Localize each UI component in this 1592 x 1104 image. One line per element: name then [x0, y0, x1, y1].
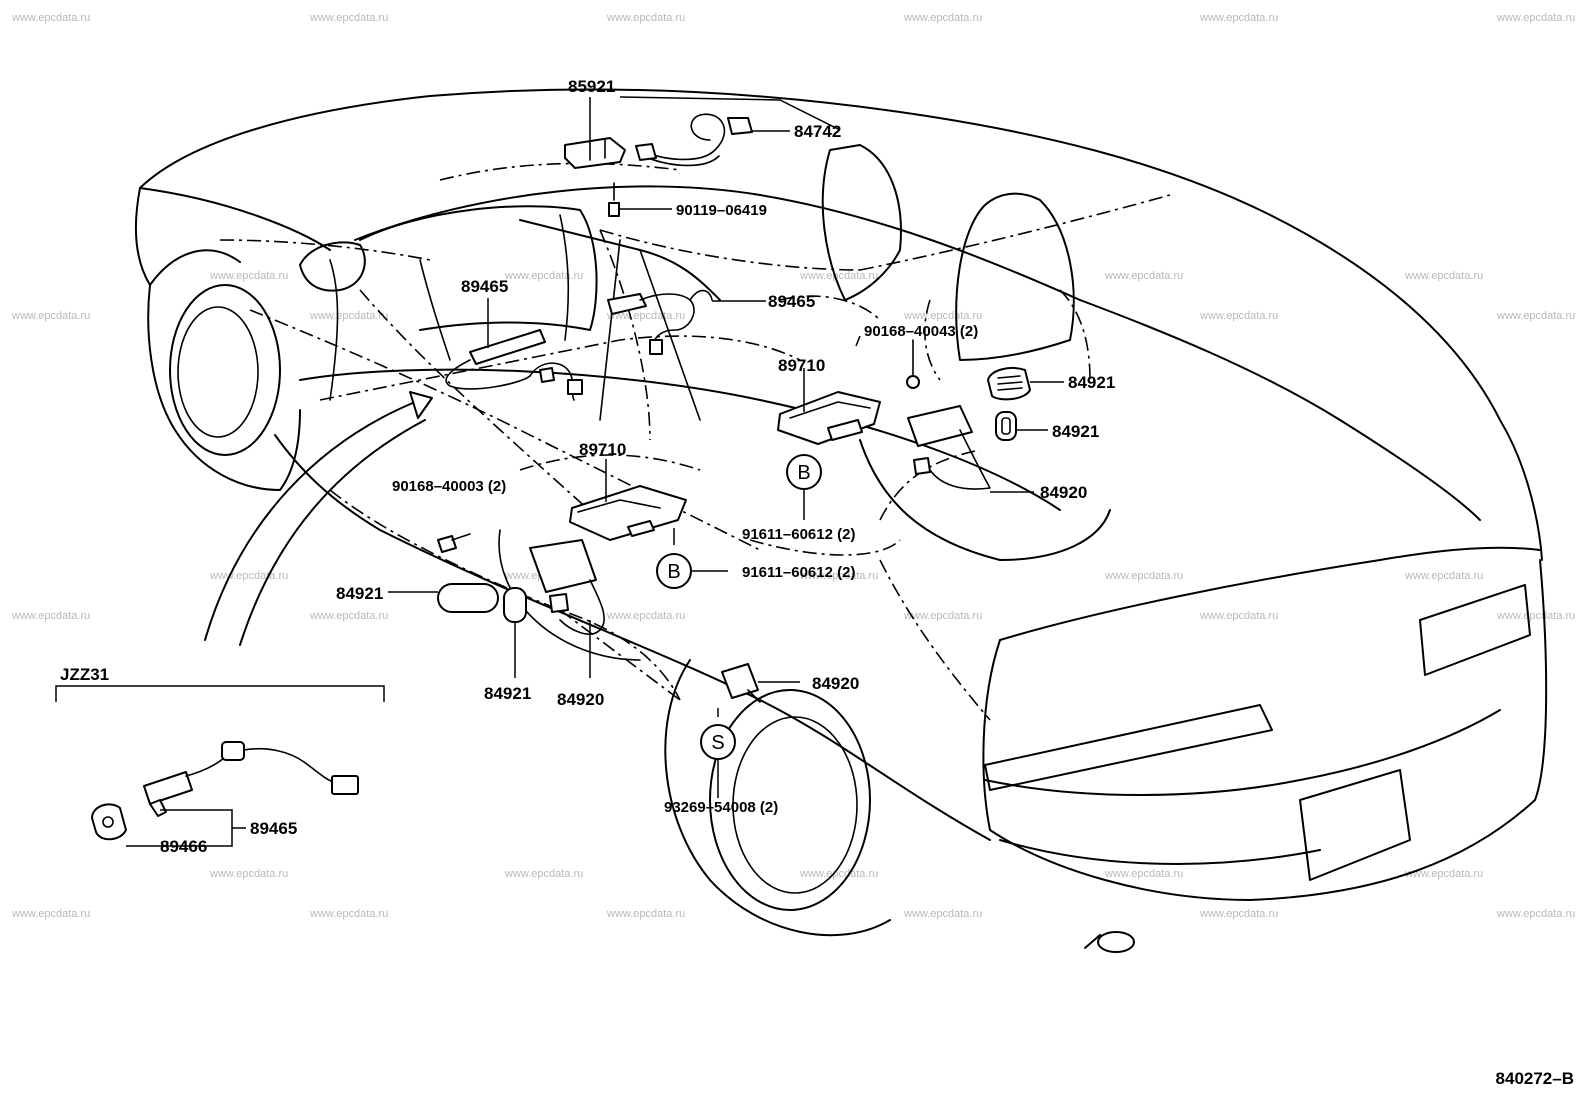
callout-84921-bottom: 84921: [484, 684, 531, 703]
watermark: www.epcdata.ru: [799, 270, 878, 282]
watermark: www.epcdata.ru: [1404, 270, 1483, 282]
watermark: www.epcdata.ru: [1199, 310, 1278, 322]
watermark: www.epcdata.ru: [903, 908, 982, 920]
marker-s: S: [700, 724, 736, 760]
switch-84920-lower: [721, 663, 761, 703]
callout-84921-left: 84921: [336, 584, 383, 603]
callout-90168-40003: 90168–40003 (2): [392, 478, 506, 495]
watermark: www.epcdata.ru: [309, 908, 388, 920]
marker-b-lower-text: B: [667, 561, 680, 583]
callout-89710-center: 89710: [579, 440, 626, 459]
watermark: www.epcdata.ru: [1104, 270, 1183, 282]
leader-lines: [388, 96, 1064, 798]
watermark: www.epcdata.ru: [11, 908, 90, 920]
inset-jzz31: JZZ31 89465 89466: [55, 665, 385, 856]
watermark: www.epcdata.ru: [1104, 570, 1183, 582]
watermark: www.epcdata.ru: [1496, 610, 1575, 622]
switch-84920-center: [529, 539, 605, 635]
bolt-90168-40043: [906, 339, 920, 389]
callout-93269-54008: 93269–54008 (2): [664, 799, 778, 816]
inset-variant-label: JZZ31: [60, 665, 109, 684]
watermark: www.epcdata.ru: [1199, 908, 1278, 920]
watermark: www.epcdata.ru: [209, 570, 288, 582]
marker-s-text: S: [711, 732, 724, 754]
watermark: www.epcdata.ru: [11, 610, 90, 622]
watermarks: www.epcdata.ru www.epcdata.ru www.epcdat…: [11, 12, 1575, 920]
screw-90119: [608, 182, 620, 217]
callout-84920-lower-right: 84920: [812, 674, 859, 693]
watermark: www.epcdata.ru: [11, 310, 90, 322]
watermark: www.epcdata.ru: [799, 868, 878, 880]
marker-b-upper-text: B: [797, 462, 810, 484]
parts: [437, 113, 1031, 703]
callout-labels: 85921 84742 90119–06419 89465 89465 9016…: [336, 77, 1115, 816]
callout-89710-right: 89710: [778, 356, 825, 375]
callout-89465-right: 89465: [768, 292, 815, 311]
sensor-89465-right: [607, 289, 713, 355]
callout-89466-inset: 89466: [160, 837, 207, 856]
watermark: www.epcdata.ru: [1496, 908, 1575, 920]
drawing-code: 840272–B: [1496, 1069, 1574, 1088]
callout-90168-40043: 90168–40043 (2): [864, 323, 978, 340]
module-89710-center: [569, 485, 687, 541]
watermark: www.epcdata.ru: [209, 270, 288, 282]
watermark: www.epcdata.ru: [903, 12, 982, 24]
callout-84742: 84742: [794, 122, 841, 141]
watermark: www.epcdata.ru: [309, 12, 388, 24]
module-89710-right: [777, 391, 881, 445]
circle-markers: B B S: [656, 454, 822, 760]
marker-b-upper: B: [786, 454, 822, 490]
callout-84920-right: 84920: [1040, 483, 1087, 502]
switch-84920-right: [907, 405, 991, 490]
watermark: www.epcdata.ru: [309, 310, 388, 322]
watermark: www.epcdata.ru: [1496, 310, 1575, 322]
sensor-89465-left: [445, 329, 583, 401]
watermark: www.epcdata.ru: [209, 868, 288, 880]
watermark: www.epcdata.ru: [1496, 12, 1575, 24]
watermark: www.epcdata.ru: [606, 908, 685, 920]
watermark: www.epcdata.ru: [606, 310, 685, 322]
callout-84921-right-mid: 84921: [1052, 422, 1099, 441]
watermark: www.epcdata.ru: [309, 610, 388, 622]
callout-84921-right-top: 84921: [1068, 373, 1115, 392]
car-body-outline: [134, 88, 1548, 953]
grille-84921-left: [437, 583, 527, 623]
callout-89465-left: 89465: [461, 277, 508, 296]
watermark: www.epcdata.ru: [1404, 868, 1483, 880]
callout-91611-60612-upper: 91611–60612 (2): [742, 526, 855, 543]
watermark: www.epcdata.ru: [1199, 610, 1278, 622]
watermark: www.epcdata.ru: [606, 12, 685, 24]
harness-84742: [635, 113, 753, 167]
watermark: www.epcdata.ru: [11, 12, 90, 24]
watermark: www.epcdata.ru: [903, 610, 982, 622]
watermark: www.epcdata.ru: [903, 310, 982, 322]
callout-84920-bottom: 84920: [557, 690, 604, 709]
watermark: www.epcdata.ru: [504, 868, 583, 880]
watermark: www.epcdata.ru: [799, 570, 878, 582]
connector-85921: [564, 137, 626, 169]
clip-84921-right: [995, 411, 1017, 441]
callout-89465-inset: 89465: [250, 819, 297, 838]
callout-90119-06419: 90119–06419: [676, 202, 767, 219]
watermark: www.epcdata.ru: [1404, 570, 1483, 582]
watermark: www.epcdata.ru: [606, 610, 685, 622]
bolt-90168-40003: [437, 533, 471, 553]
marker-b-lower: B: [656, 553, 692, 589]
watermark: www.epcdata.ru: [504, 270, 583, 282]
callout-85921: 85921: [568, 77, 615, 96]
watermark: www.epcdata.ru: [1199, 12, 1278, 24]
grille-84921-right-top: [987, 367, 1031, 401]
callout-91611-60612-lower: 91611–60612 (2): [742, 564, 855, 581]
watermark: www.epcdata.ru: [1104, 868, 1183, 880]
